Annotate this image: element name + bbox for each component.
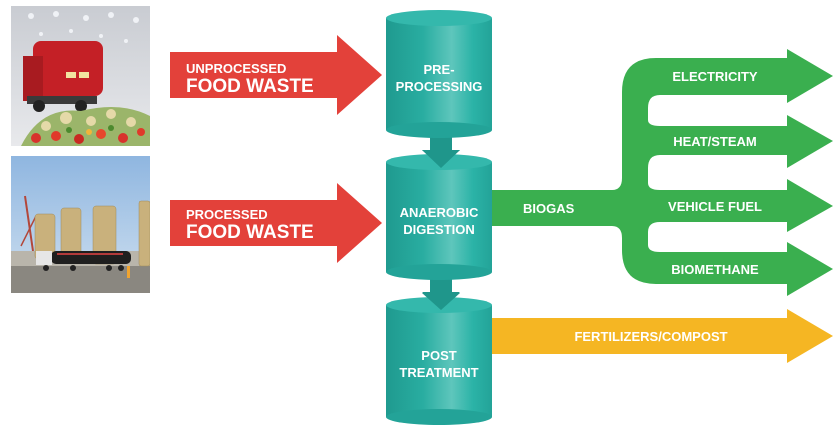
arrowhead-vehicle-fuel <box>787 179 833 232</box>
output-vehicle-fuel-label: VEHICLE FUEL <box>668 199 762 214</box>
digester-tanks-photo <box>11 156 150 293</box>
stage-post-treatment-line2: TREATMENT <box>399 365 478 380</box>
arrowhead-electricity <box>787 49 833 103</box>
vessel-anaerobic-digestion <box>386 154 492 280</box>
connector-arrowhead-1 <box>422 150 460 168</box>
output-electricity-label: ELECTRICITY <box>672 69 758 84</box>
processed-input-arrow <box>170 183 382 263</box>
food-waste-truck-photo <box>11 6 150 146</box>
unprocessed-label-line1: UNPROCESSED <box>186 61 286 76</box>
connector-arrowhead-2 <box>422 293 460 310</box>
processed-label-line1: PROCESSED <box>186 207 268 222</box>
stage-post-treatment-line1: POST <box>421 348 456 363</box>
biogas-label: BIOGAS <box>523 201 575 216</box>
stage-anaerobic-line1: ANAEROBIC <box>400 205 479 220</box>
unprocessed-input-arrow <box>170 35 382 115</box>
unprocessed-label-line2: FOOD WASTE <box>186 76 314 97</box>
processed-label-line2: FOOD WASTE <box>186 222 314 243</box>
stage-pre-processing-line2: PROCESSING <box>396 79 483 94</box>
vessel-post-treatment <box>386 297 492 425</box>
arrowhead-heat-steam <box>787 115 833 168</box>
vessel-pre-processing <box>386 10 492 138</box>
stage-pre-processing-line1: PRE- <box>423 62 454 77</box>
stage-anaerobic-line2: DIGESTION <box>403 222 475 237</box>
biogas-arrow-network <box>488 49 833 296</box>
output-biomethane-label: BIOMETHANE <box>671 262 759 277</box>
output-fertilizers-label: FERTILIZERS/COMPOST <box>574 329 727 344</box>
fertilizer-arrow <box>488 309 833 363</box>
arrowhead-biomethane <box>787 242 833 296</box>
output-heat-steam-label: HEAT/STEAM <box>673 134 757 149</box>
